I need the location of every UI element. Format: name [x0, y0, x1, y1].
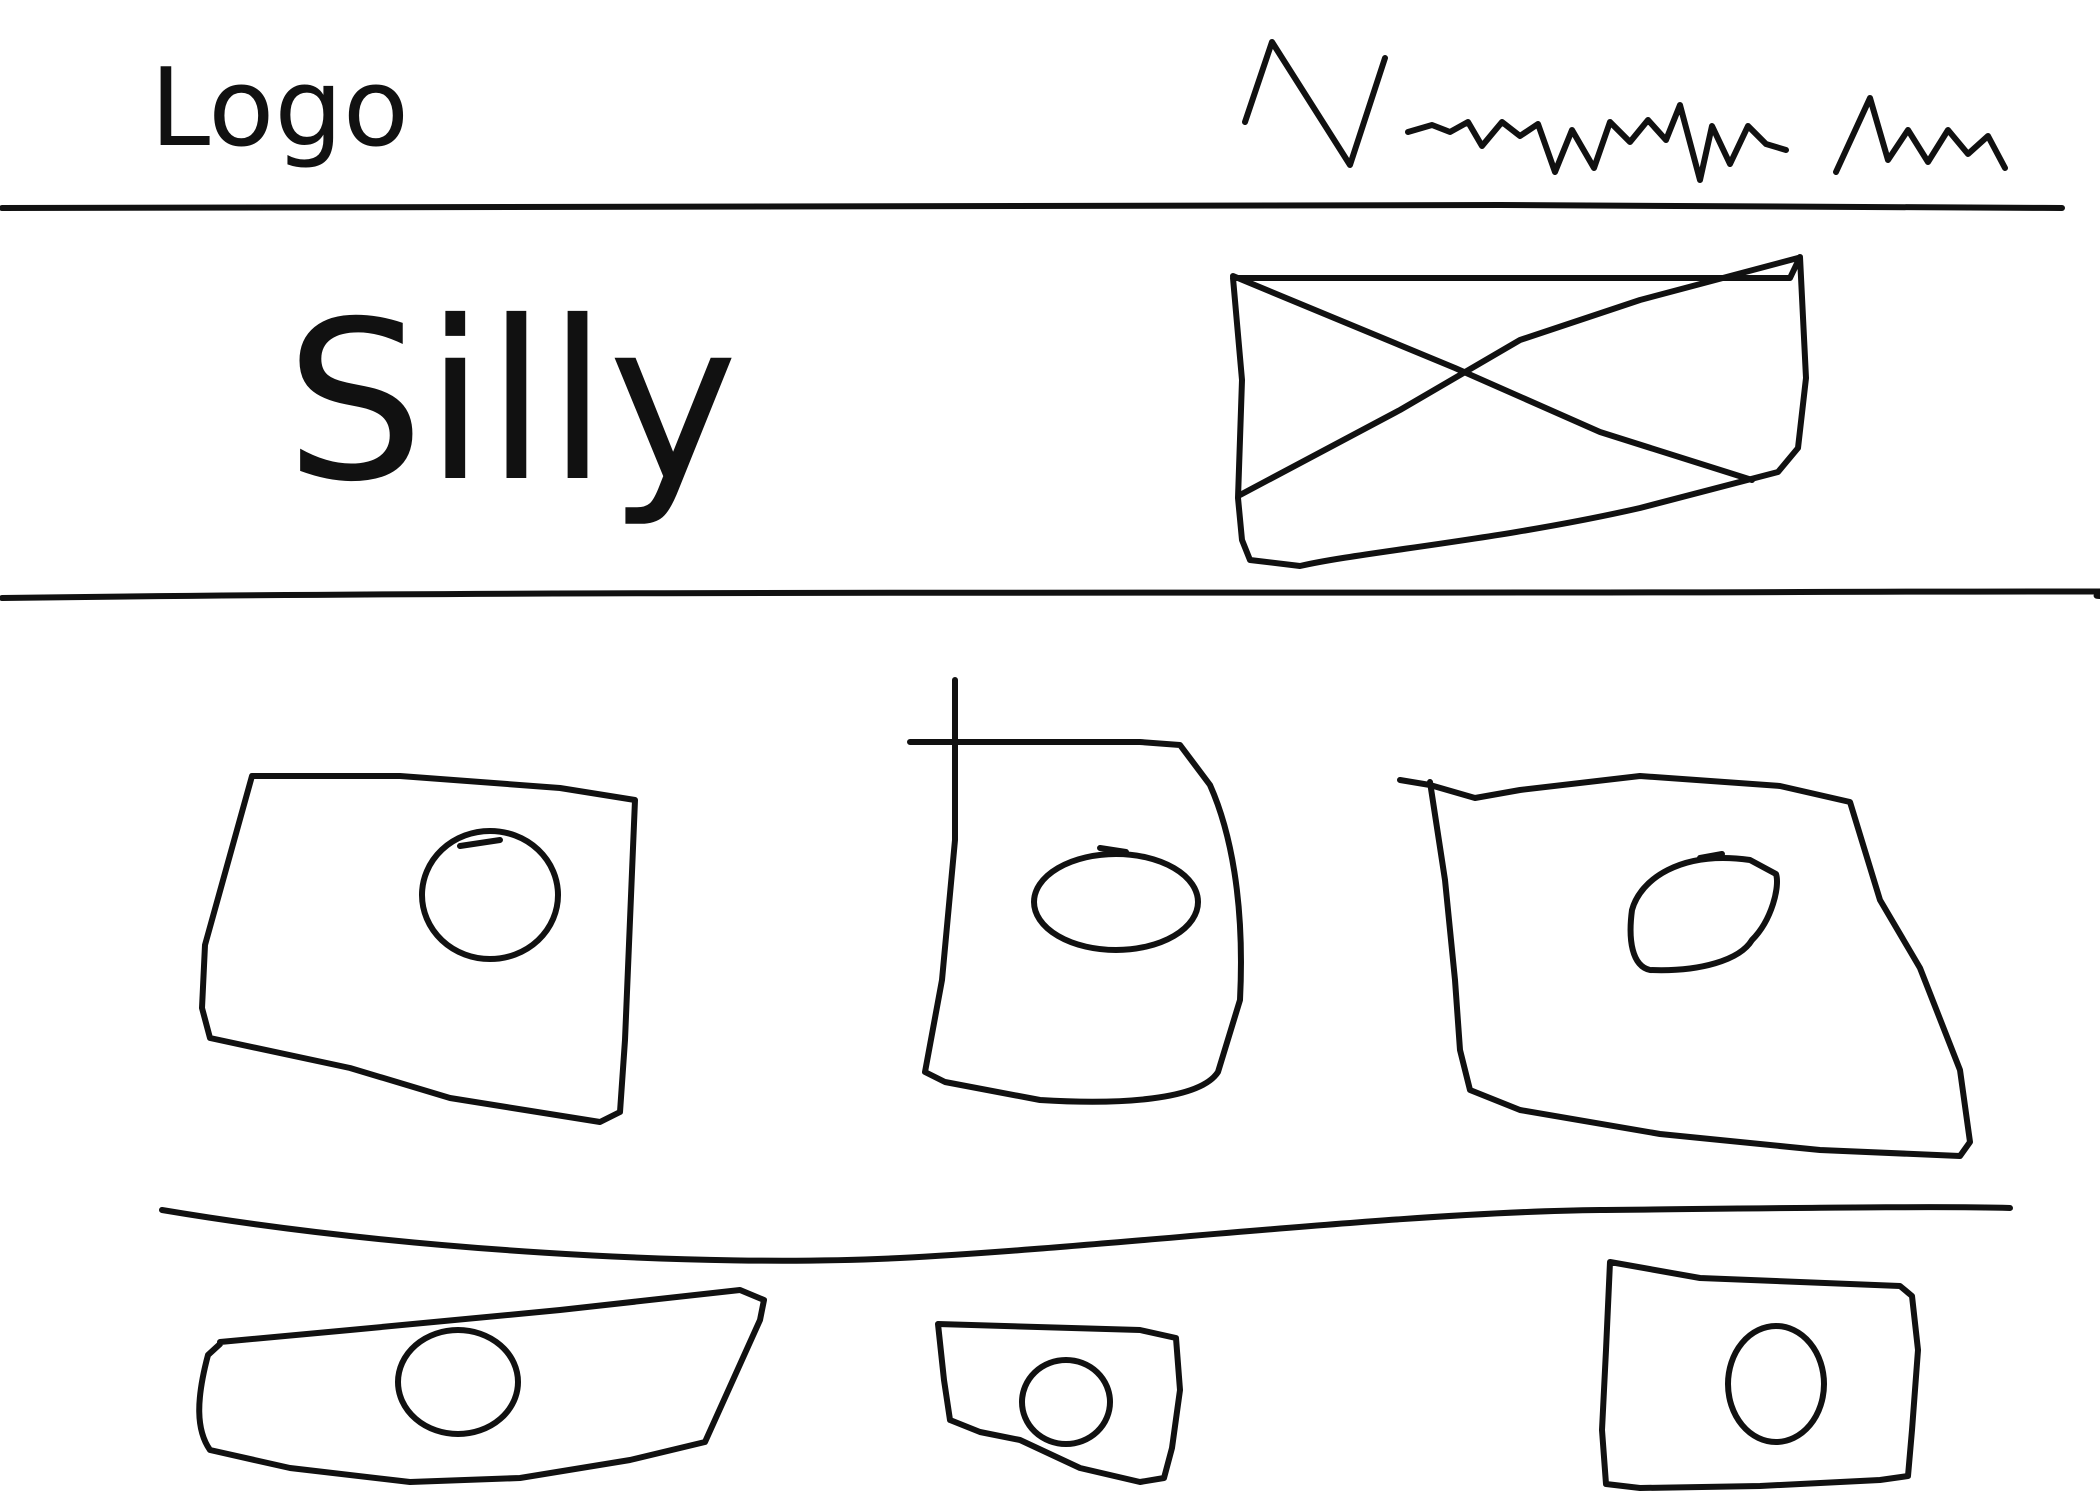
card-frame — [907, 677, 1244, 1105]
image-card[interactable] — [907, 677, 1244, 1105]
card-frame — [1397, 773, 1973, 1159]
nav-scribble-stroke — [1242, 39, 1388, 168]
card-frame — [196, 1287, 767, 1485]
cards-row-2 — [196, 1259, 1921, 1491]
nav-scribble-stroke — [1405, 102, 1789, 183]
card-frame — [935, 1321, 1183, 1485]
image-card-icon — [1725, 1323, 1827, 1445]
card-frame — [199, 773, 638, 1125]
image-card[interactable] — [1599, 1259, 1921, 1491]
image-card[interactable] — [199, 773, 638, 1125]
section-divider — [159, 1204, 2013, 1264]
image-placeholder-cross — [1230, 273, 1755, 483]
image-card-icon — [1097, 845, 1129, 855]
nav-scribble-stroke — [1833, 95, 2008, 175]
hero-divider — [0, 588, 2100, 601]
logo[interactable]: Logo — [150, 46, 409, 171]
image-card-icon — [457, 837, 503, 849]
hero-title: Silly — [285, 274, 738, 530]
header-divider — [0, 201, 2065, 212]
nav-menu-scribble[interactable] — [1242, 39, 2008, 183]
image-card-icon — [1031, 851, 1201, 953]
header: Logo — [0, 39, 2065, 212]
card-frame — [1599, 1259, 1921, 1491]
image-card-icon — [395, 1327, 521, 1437]
image-placeholder-frame — [1230, 254, 1809, 569]
image-card-icon — [419, 828, 561, 962]
image-placeholder-cross — [1237, 255, 1801, 498]
image-card-icon — [1019, 1357, 1113, 1447]
hero-section: Silly — [0, 254, 2100, 601]
image-card-icon — [1697, 851, 1725, 861]
image-card[interactable] — [1397, 773, 1973, 1159]
image-placeholder-icon — [1230, 254, 1809, 569]
logo-text: Logo — [150, 46, 409, 171]
image-card[interactable] — [196, 1287, 767, 1485]
cards-row-1 — [199, 677, 1973, 1159]
image-card-icon — [1627, 855, 1780, 974]
image-card[interactable] — [935, 1321, 1183, 1485]
